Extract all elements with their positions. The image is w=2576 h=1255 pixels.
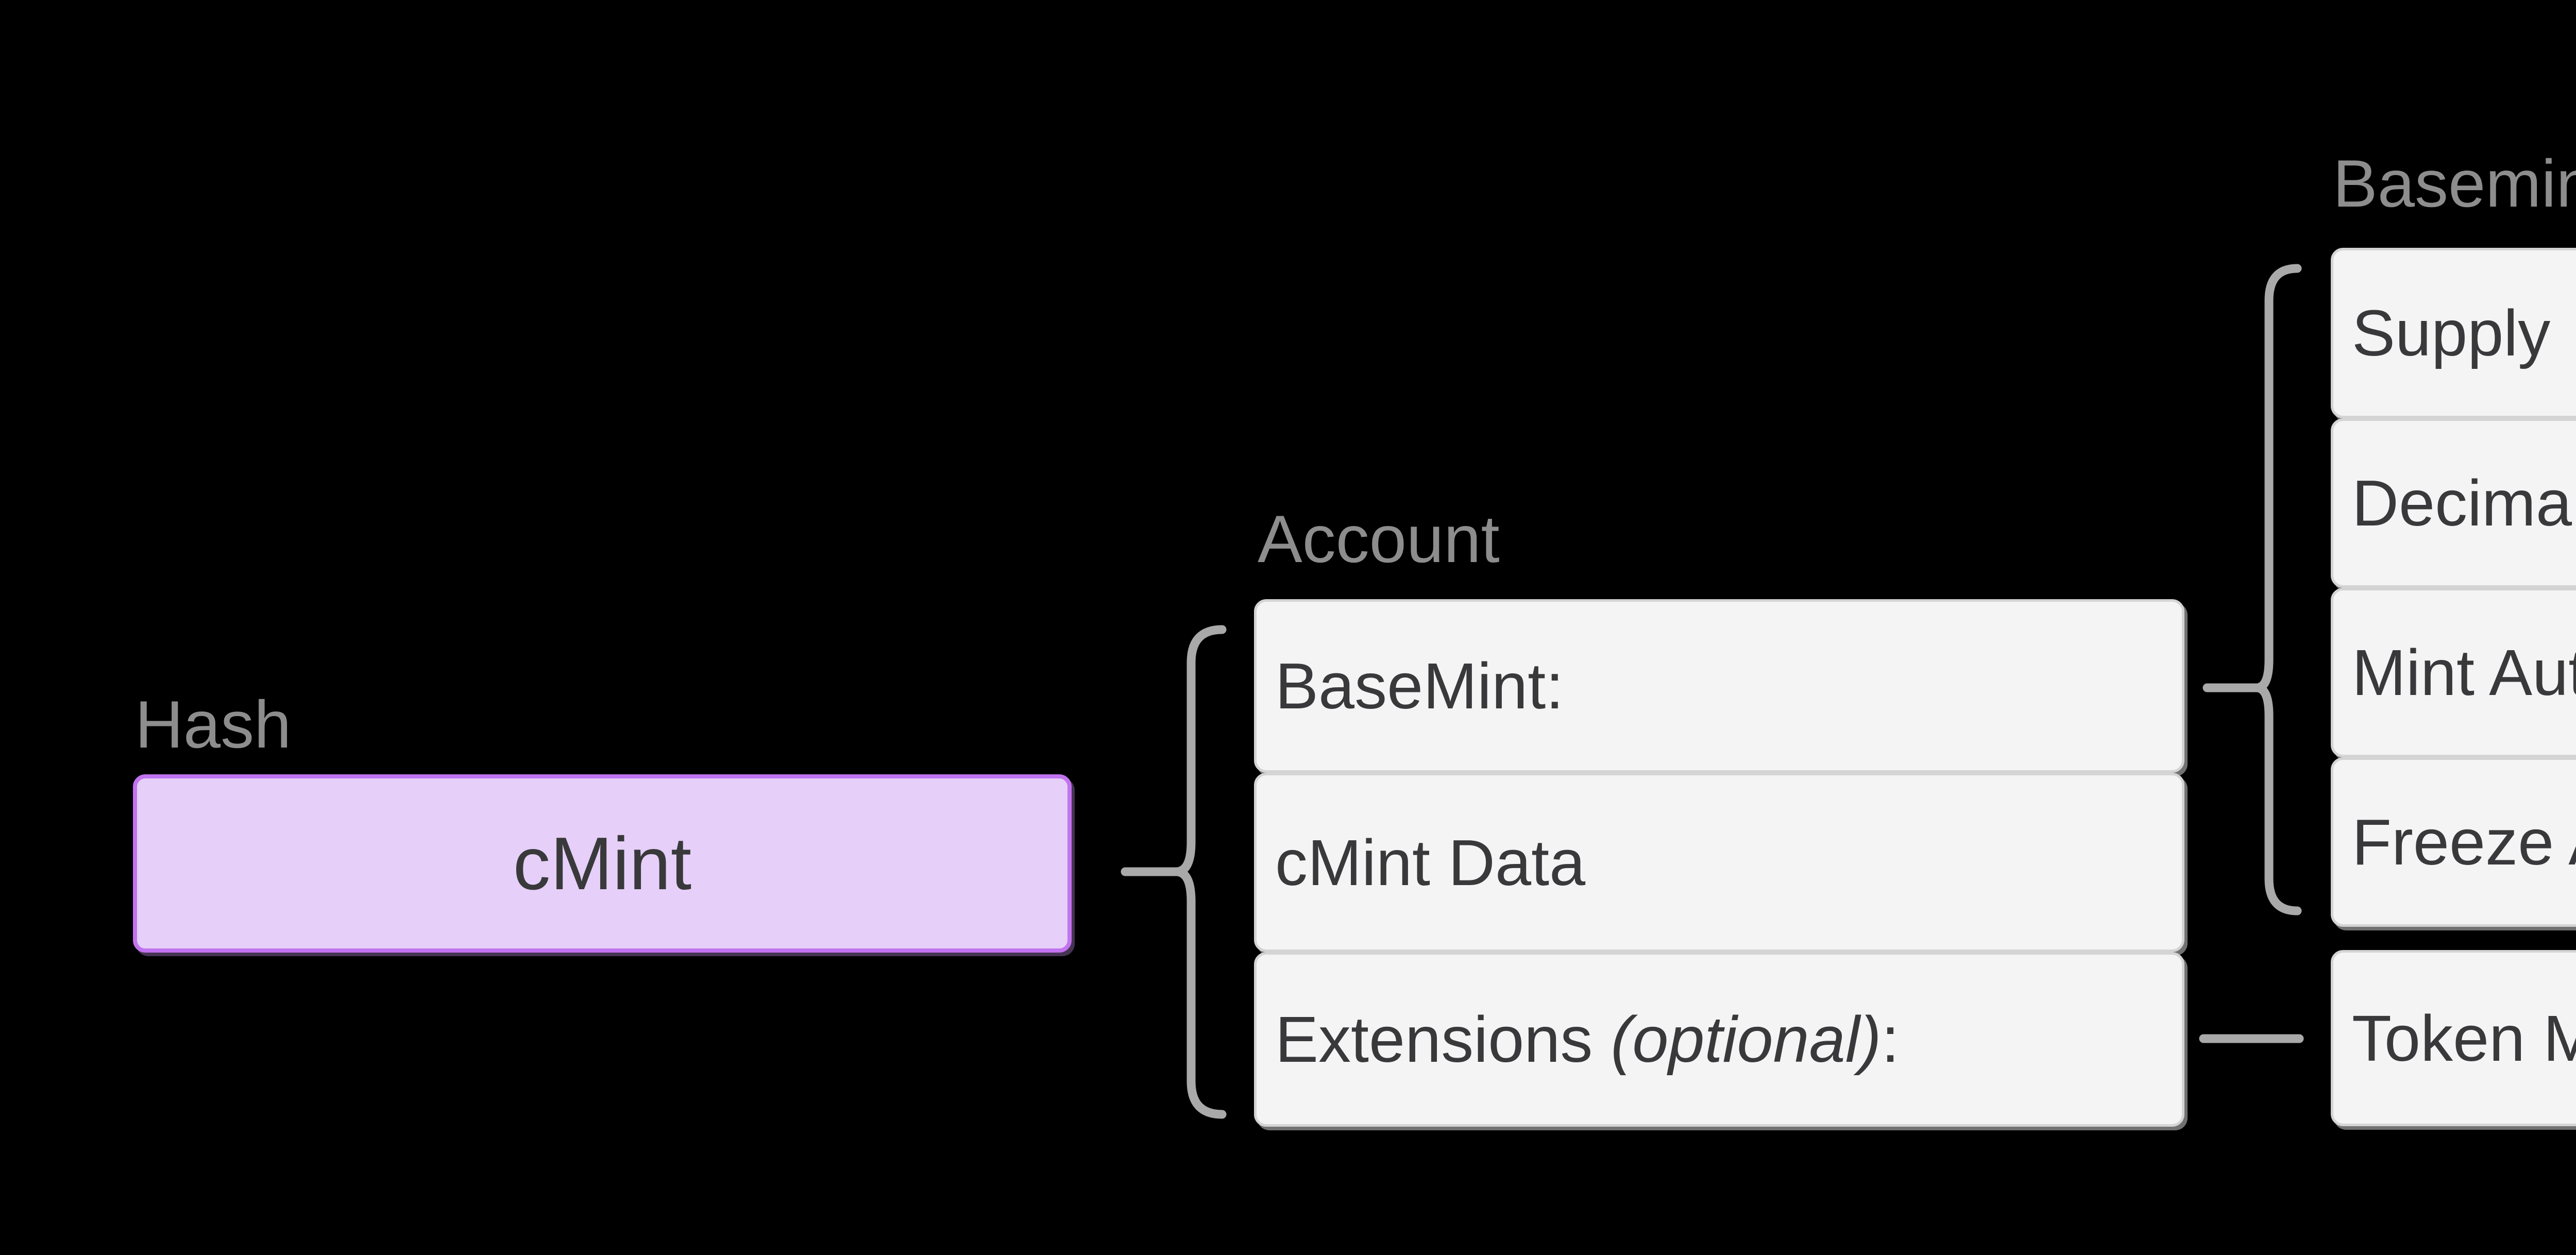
basemint-row-supply-text: Supply (2352, 297, 2551, 369)
extensions-text-optional: (optional) (1611, 1003, 1882, 1076)
extensions-text-prefix: Extensions (1275, 1003, 1611, 1076)
basemint-data-label: Basemint Data (2333, 146, 2576, 221)
cmint-box-text: cMint (513, 821, 692, 905)
basemint-row-freeze-authority-text: Freeze Authority (2352, 806, 2576, 878)
extensions-text-colon: : (1881, 1003, 1900, 1076)
account-label: Account (1258, 501, 1500, 576)
account-curly-brace-icon (1172, 625, 1227, 1119)
account-row-extensions: Extensions (optional): (1254, 952, 2184, 1127)
basemint-curly-brace-icon (2252, 264, 2302, 915)
basemint-row-decimals-text: Decimals (2352, 467, 2576, 539)
basemint-row-mint-authority: Mint Authority (2331, 588, 2576, 757)
account-row-cmint-data: cMint Data (1254, 773, 2184, 952)
basemint-row-decimals: Decimals (2331, 418, 2576, 588)
account-row-basemint: BaseMint: (1254, 599, 2184, 773)
basemint-row-freeze-authority: Freeze Authority (2331, 757, 2576, 927)
account-row-basemint-text: BaseMint: (1275, 650, 1564, 722)
account-row-cmint-data-text: cMint Data (1275, 826, 1586, 899)
hash-label: Hash (135, 687, 292, 762)
token-metadata-box: Token Metadata (2331, 950, 2576, 1126)
basemint-row-mint-authority-text: Mint Authority (2352, 636, 2576, 709)
basemint-row-supply: Supply (2331, 248, 2576, 418)
token-metadata-box-text: Token Metadata (2352, 1002, 2576, 1075)
cmint-box: cMint (133, 774, 1072, 953)
account-row-extensions-text: Extensions (optional): (1275, 1002, 1900, 1077)
